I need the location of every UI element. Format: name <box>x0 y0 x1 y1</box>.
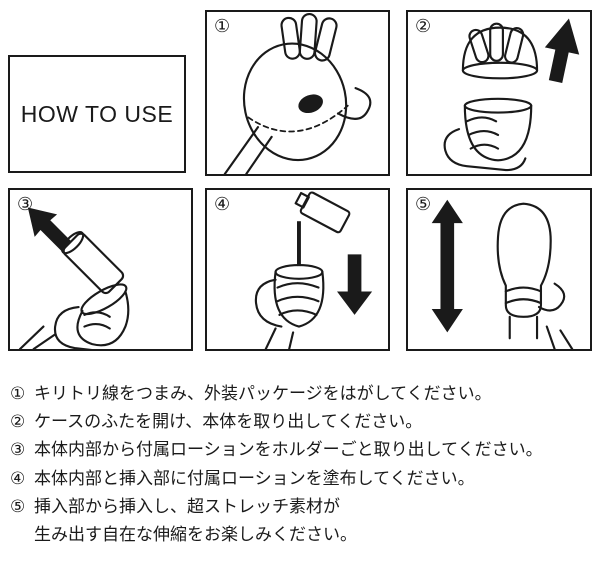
instruction-5-text: 挿入部から挿入し、超ストレッチ素材が <box>34 496 340 516</box>
remove-lotion-holder-illustration <box>18 207 130 349</box>
instruction-3-number: ③ <box>10 440 26 460</box>
instruction-line-4: ④ 本体内部と挿入部に付属ローションを塗布してください。 <box>10 465 595 493</box>
up-left-arrow-icon <box>27 207 72 252</box>
panel-step-1: ① <box>205 10 390 176</box>
instruction-line-3: ③ 本体内部から付属ローションをホルダーごと取り出してください。 <box>10 436 595 464</box>
open-lid-up-arrow-illustration <box>443 18 580 172</box>
up-arrow-icon <box>544 18 580 83</box>
instruction-3-text: 本体内部から付属ローションをホルダーごと取り出してください。 <box>34 440 543 460</box>
panel-1-number: ① <box>214 16 231 36</box>
panel-2-number: ② <box>415 16 432 36</box>
panel-4-number: ④ <box>214 194 231 214</box>
insert-stretch-double-arrow-illustration <box>431 199 574 349</box>
up-down-arrow-icon <box>431 199 463 333</box>
title-box: HOW TO USE <box>8 55 186 173</box>
pour-lotion-down-arrow-illustration <box>254 191 373 349</box>
down-arrow-icon <box>337 254 373 315</box>
page-title: HOW TO USE <box>20 100 174 127</box>
instruction-4-number: ④ <box>10 468 26 488</box>
instruction-5-text-continued: 生み出す自在な伸縮をお楽しみください。 <box>34 525 357 545</box>
instruction-2-number: ② <box>10 412 26 432</box>
instruction-line-5: ⑤ 挿入部から挿入し、超ストレッチ素材が <box>10 493 595 521</box>
instruction-1-number: ① <box>10 384 26 403</box>
panel-step-3: ③ <box>8 188 193 351</box>
instruction-line-1: ① キリトリ線をつまみ、外装パッケージをはがしてください。 <box>10 380 595 408</box>
instruction-2-text: ケースのふたを開け、本体を取り出してください。 <box>34 412 423 432</box>
peel-outer-package-illustration <box>223 12 372 174</box>
panel-3-number: ③ <box>17 194 34 214</box>
instruction-list: ① キリトリ線をつまみ、外装パッケージをはがしてください。 ② ケースのふたを開け、… <box>10 380 595 549</box>
panel-step-2: ② <box>406 10 592 176</box>
panel-step-5: ⑤ <box>406 188 592 351</box>
instruction-line-5-continued: 生み出す自在な伸縮をお楽しみください。 <box>10 521 595 549</box>
instruction-line-2: ② ケースのふたを開け、本体を取り出してください。 <box>10 408 595 436</box>
panel-step-4: ④ <box>205 188 390 351</box>
instruction-4-text: 本体内部と挿入部に付属ローションを塗布してください。 <box>34 468 475 488</box>
panel-5-number: ⑤ <box>415 194 432 214</box>
lotion-bottle-icon <box>294 191 351 234</box>
instruction-5-number: ⑤ <box>10 496 26 516</box>
instruction-1-text: キリトリ線をつまみ、外装パッケージをはがしてください。 <box>34 384 492 403</box>
